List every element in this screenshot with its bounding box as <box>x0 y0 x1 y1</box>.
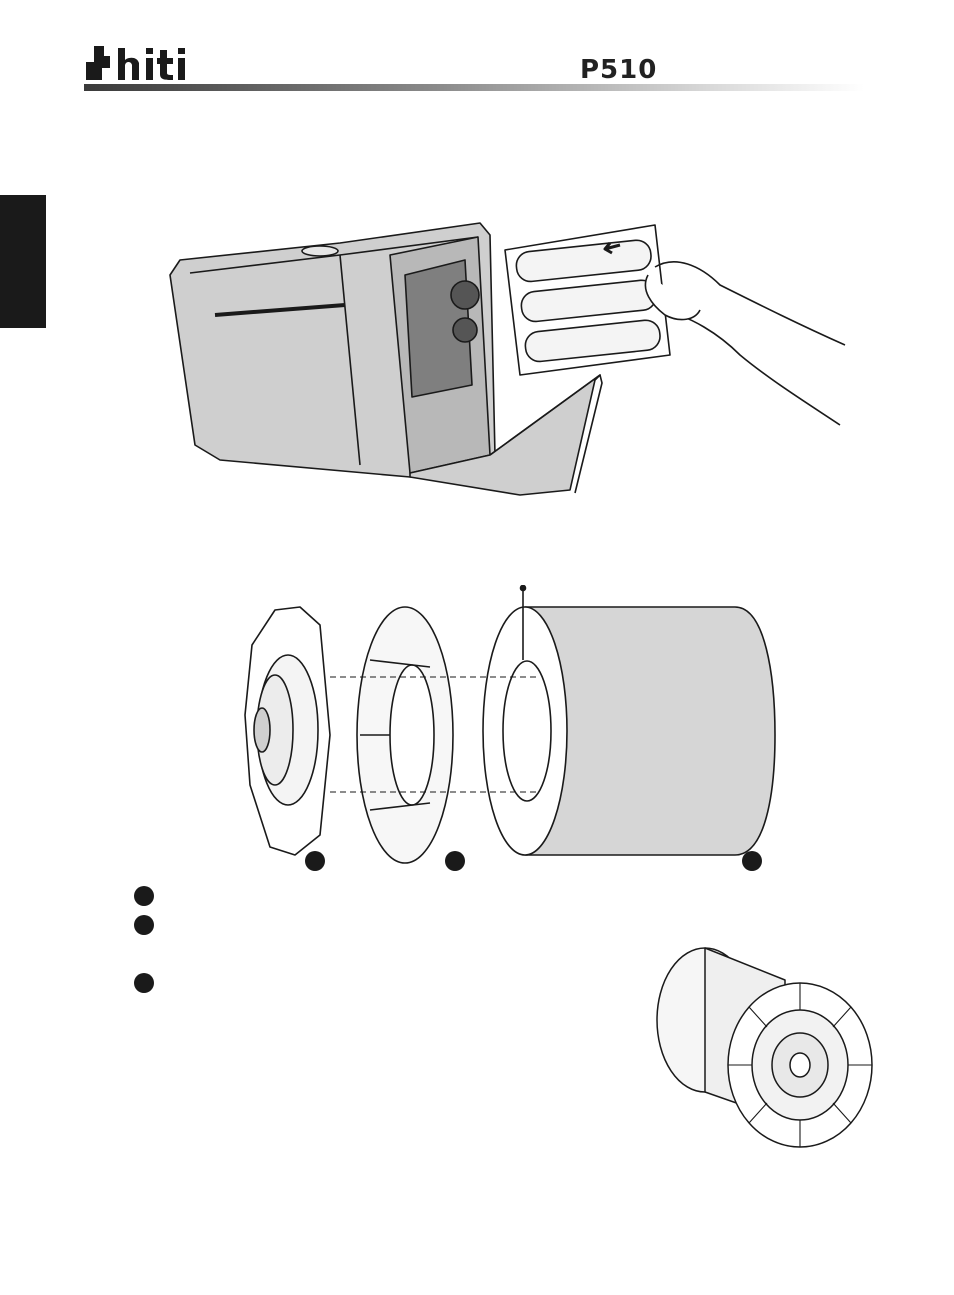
list-bullet <box>134 915 154 935</box>
model-name: P510 <box>580 55 658 85</box>
header-rule <box>84 84 864 91</box>
callout-marker <box>742 851 762 871</box>
printer-ribbon-insert-illustration <box>169 222 846 496</box>
callout-marker <box>445 851 465 871</box>
list-bullet <box>134 886 154 906</box>
hiti-logo <box>86 46 185 80</box>
side-tab <box>0 195 46 328</box>
list-bullet <box>134 973 154 993</box>
assembled-paper-roll-illustration <box>656 947 873 1148</box>
callout-marker <box>305 851 325 871</box>
spool-parts-exploded-illustration <box>244 585 776 864</box>
